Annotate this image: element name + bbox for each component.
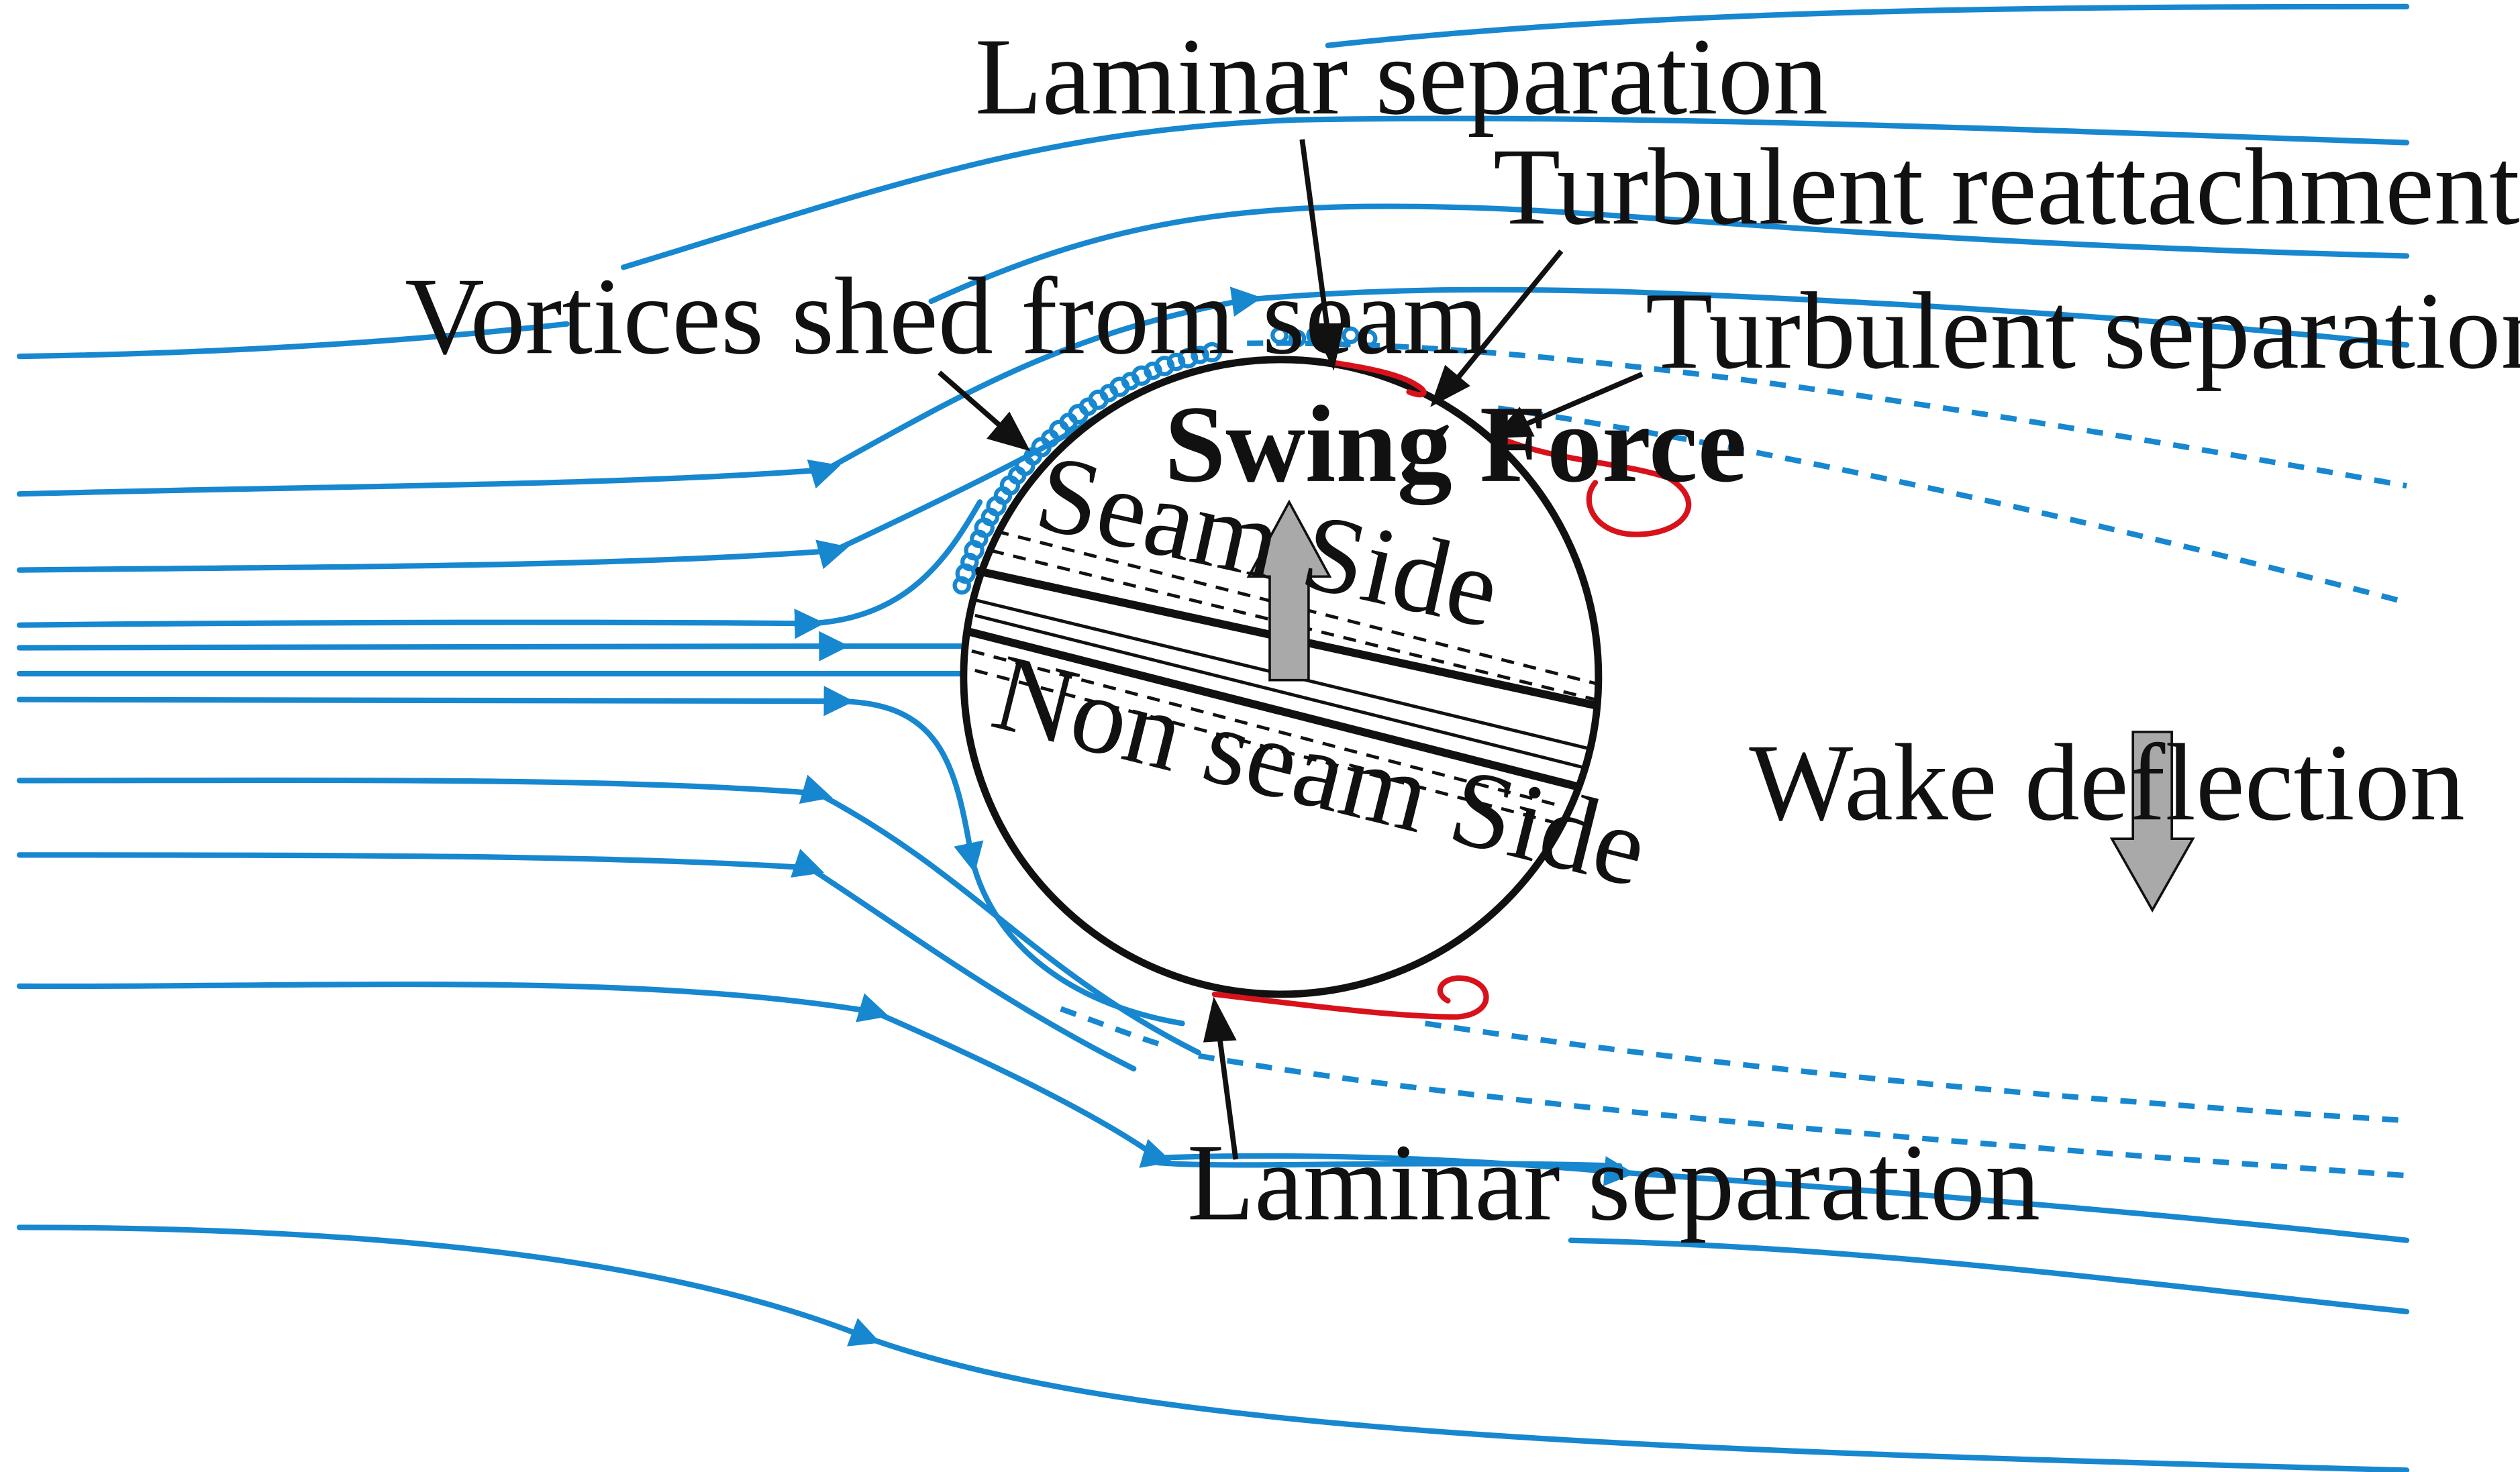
streamline-6 (16, 686, 1185, 1027)
label-swing-force: Swing Force (1164, 384, 1747, 505)
seam-dash-4 (974, 668, 1556, 825)
streamline-4 (16, 631, 975, 662)
pointer-vortices (938, 370, 1006, 431)
streamline-3 (16, 499, 983, 639)
wake-line-bottom-3 (1060, 1006, 1167, 1049)
vortex-loop (1201, 341, 1223, 363)
streamline-top-5 (1617, 288, 2410, 348)
streamline-10 (16, 1224, 2410, 1472)
separation-bubbles (1211, 360, 1692, 1020)
streamline-11 (1568, 1237, 2410, 1315)
seam-dash-1 (995, 529, 1596, 685)
streamline-top-3 (16, 321, 570, 360)
wake-deflection-arrow (2109, 731, 2195, 913)
vortex-loop (1342, 326, 1360, 344)
streamlines (16, 3, 2410, 1472)
seam-dash-3 (971, 649, 1564, 808)
laminar-bubble-top (1331, 360, 1427, 398)
turbulent-separation-wake-top (1495, 434, 1692, 537)
pointer-vortices-head (987, 411, 1031, 452)
vortex-loop (1270, 326, 1289, 344)
wake-line-bottom-1 (1425, 1020, 2407, 1124)
laminar-bubble-bottom (1211, 975, 1489, 1020)
label-laminar-separation-bottom: Laminar separation (1187, 1122, 2040, 1243)
streamline-8 (16, 849, 1137, 1072)
label-wake-deflection: Wake deflection (1749, 722, 2465, 843)
pointer-laminar-top-head (1313, 322, 1345, 371)
streamline-top-1 (1325, 3, 2410, 48)
pointer-laminar-bottom (1217, 1036, 1239, 1160)
pointer-laminar-top (1299, 139, 1331, 334)
pointer-turbulent-separation-head (1492, 407, 1535, 439)
vortex-loop (1191, 346, 1209, 364)
streamline-top-4 (928, 203, 2410, 305)
seam-stitch-2 (974, 613, 1584, 770)
streamline-9 (16, 981, 2410, 1243)
wake-line-top-2 (1497, 405, 2408, 605)
seam-line-lower (967, 627, 1580, 791)
wake-line-bottom-2 (1198, 1053, 2407, 1179)
streamline-1 (16, 286, 1623, 497)
vortex-loop (1288, 329, 1307, 348)
streamline-top-2 (620, 115, 2410, 270)
swing-force-arrow (1246, 499, 1332, 682)
streamline-7 (16, 774, 1201, 1055)
pointer-turbulent-separation (1524, 372, 1644, 427)
streamline-12 (1155, 1159, 1623, 1169)
label-vortices-shed: Vortices shed from seam (405, 256, 1489, 377)
label-turbulent-reattachment: Turbulent reattachment (1493, 126, 2520, 248)
vortex-loop (1166, 352, 1186, 372)
pointer-turbulent-reattachment (1452, 249, 1564, 384)
wake-dotted-lines (1060, 340, 2408, 1179)
label-turbulent-separation: Turbulent separation (1646, 270, 2520, 392)
pointer-arrows (938, 139, 1644, 1160)
label-laminar-separation-top: Laminar separation (975, 16, 1828, 138)
pointer-laminar-bottom-head (1203, 996, 1237, 1043)
vortex-loop (1359, 329, 1378, 348)
vortex-loop (952, 576, 971, 595)
pointer-turbulent-reattachment-head (1430, 364, 1470, 407)
